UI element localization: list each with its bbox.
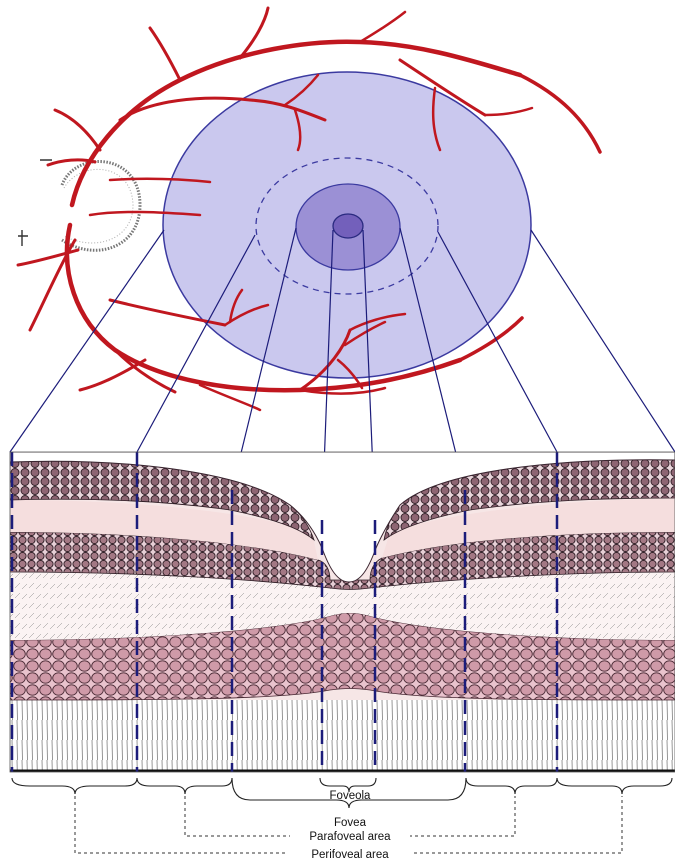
fundus-view bbox=[18, 8, 600, 410]
photoreceptor-layer bbox=[10, 700, 675, 772]
label-foveola: Foveola bbox=[330, 790, 372, 802]
right-outer-brace bbox=[557, 778, 672, 794]
left-inner-brace bbox=[137, 778, 232, 794]
label-perifoveal-area: Perifoveal area bbox=[311, 849, 389, 861]
left-outer-brace bbox=[12, 778, 137, 794]
label-parafoveal-area: Parafoveal area bbox=[309, 831, 391, 843]
right-inner-brace bbox=[466, 778, 557, 794]
optic-disc bbox=[18, 160, 140, 250]
foveola-disc bbox=[333, 214, 363, 238]
label-fovea: Fovea bbox=[334, 817, 367, 829]
retina-cross-section bbox=[10, 452, 675, 772]
